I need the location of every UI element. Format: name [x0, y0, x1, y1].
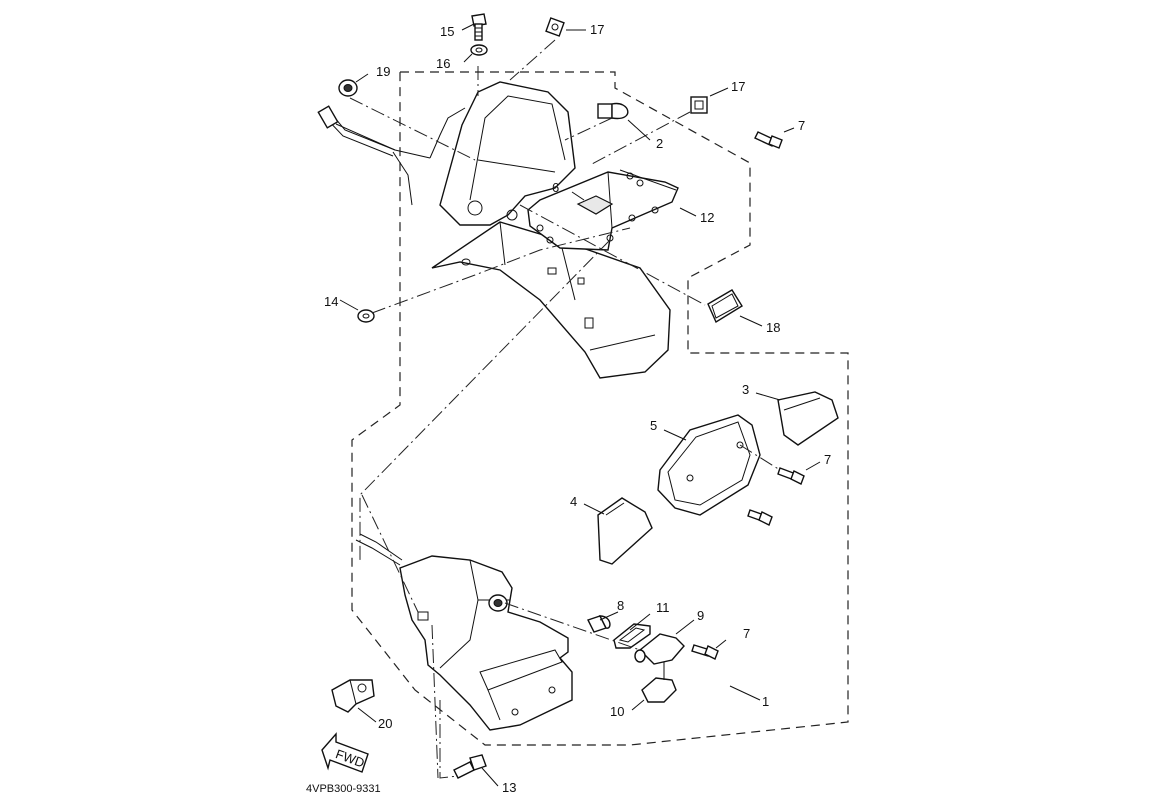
assembly-boundary: [351, 71, 849, 746]
callout-17-top: 17: [590, 22, 604, 37]
rubber-pad: [576, 195, 614, 215]
callout-7-lens: 7: [824, 452, 831, 467]
callout-5: 5: [650, 418, 657, 433]
bulb: [597, 102, 629, 120]
assembly-line: [739, 444, 781, 471]
callout-18: 18: [766, 320, 780, 335]
callout-6: 6: [552, 180, 559, 195]
assembly-line: [519, 204, 706, 306]
screw-7-upper: [754, 131, 783, 149]
lens-4: [597, 497, 653, 565]
callout-4: 4: [570, 494, 577, 509]
screw-7-socket: [691, 644, 719, 660]
fwd-arrow: FWD: [321, 732, 369, 773]
lens-3-edge: [783, 397, 821, 411]
callout-19: 19: [376, 64, 390, 79]
assembly-line: [431, 624, 439, 779]
callout-7-socket: 7: [743, 626, 750, 641]
washer-14: [357, 309, 375, 323]
bolt-13: [453, 754, 487, 779]
callout-2: 2: [656, 136, 663, 151]
bolt-15: [471, 13, 487, 41]
assembly-line: [439, 700, 459, 779]
callout-14: 14: [324, 294, 338, 309]
lens-4-edge: [605, 502, 625, 516]
assembly-line: [361, 494, 419, 613]
gasket-11: [613, 623, 651, 649]
lens-housing-5: [657, 414, 761, 516]
callout-13: 13: [502, 780, 516, 795]
callout-1: 1: [762, 694, 769, 709]
clip-nut-top: [545, 17, 565, 37]
reflector: [707, 289, 743, 324]
screw-7-lens: [777, 467, 805, 485]
grommet-19: [338, 79, 358, 97]
mounting-bracket: [527, 169, 679, 251]
callout-15: 15: [440, 24, 454, 39]
assembly-line: [509, 39, 556, 81]
bulb-8: [587, 615, 611, 633]
callout-8: 8: [617, 598, 624, 613]
clamp-20: [331, 679, 375, 713]
assembly-line: [589, 111, 691, 166]
callout-10: 10: [610, 704, 624, 719]
clip-nut-right: [690, 96, 708, 114]
callout-11: 11: [656, 600, 670, 615]
callout-16: 16: [436, 56, 450, 71]
washer-16: [470, 44, 488, 56]
callout-20: 20: [378, 716, 392, 731]
screw-spare: [747, 509, 773, 526]
washer-hole: [475, 47, 483, 53]
assembly-line: [564, 117, 613, 141]
license-bracket: [355, 533, 573, 731]
socket-9: [634, 633, 685, 672]
drawing-code: 4VPB300-9331: [306, 783, 381, 795]
leader-lines: [339, 23, 821, 787]
wire-harness: [317, 105, 466, 206]
lens-3: [777, 391, 839, 446]
callout-17-right: 17: [731, 79, 745, 94]
callout-3: 3: [742, 382, 749, 397]
assembly-line: [371, 227, 631, 314]
callout-7-upper: 7: [798, 118, 805, 133]
callout-12: 12: [700, 210, 714, 225]
lens-10: [641, 677, 677, 703]
callout-9: 9: [697, 608, 704, 623]
